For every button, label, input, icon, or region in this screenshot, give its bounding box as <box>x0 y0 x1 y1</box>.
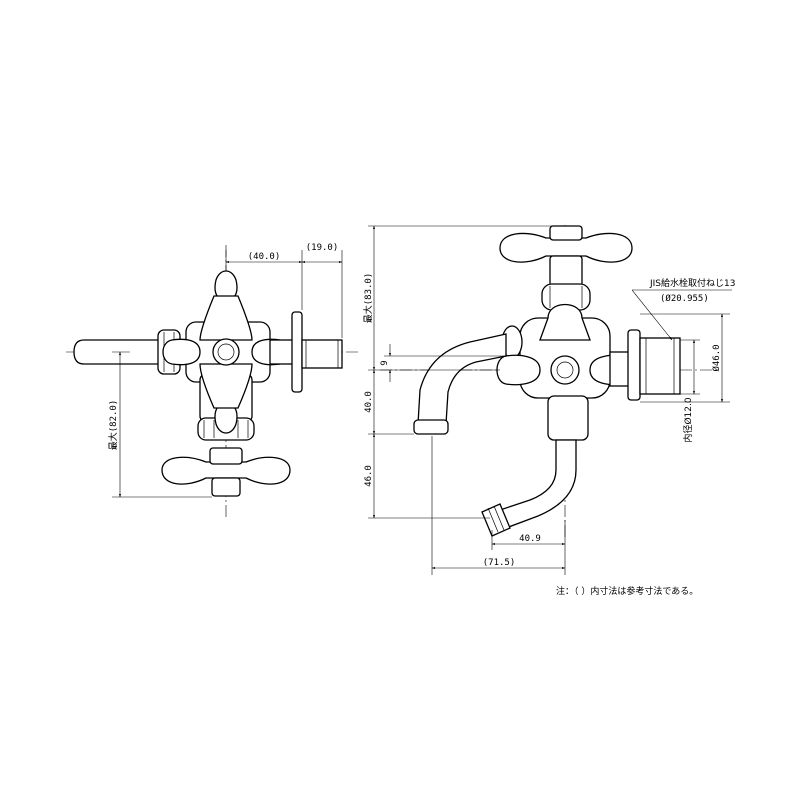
lower-elbow <box>481 395 589 537</box>
cross-handle-front <box>162 270 290 434</box>
dim-dia-46: Ø46.0 <box>640 313 730 403</box>
dim-40-left: (40.0) <box>225 250 303 310</box>
dim-82-label: 最大(82.0) <box>107 400 119 451</box>
side-view: 最大(83.0) 9 40.0 46.0 40.9 <box>362 225 735 575</box>
dim-inner-12: 内径Ø12.0 <box>680 339 700 443</box>
dim-19-label: (19.0) <box>306 243 339 253</box>
reference-note: 注：（ ）内寸法は参考寸法である。 <box>556 585 698 597</box>
dim-83-label: 最大(83.0) <box>362 273 374 324</box>
side-flange <box>609 329 681 401</box>
dim-9: 9 <box>380 344 506 382</box>
wall-flange <box>269 311 343 393</box>
dim-40-right-label: 40.0 <box>364 391 374 413</box>
dim-40-right: 40.0 <box>364 369 414 435</box>
dim-19-left: (19.0) <box>301 243 343 338</box>
jis-thread-callout: JIS給水栓取付ねじ13 (Ø20.955) <box>631 277 735 341</box>
jis-thread-dia-label: (Ø20.955) <box>660 293 709 304</box>
spout <box>413 333 507 435</box>
dim-dia-46-label: Ø46.0 <box>711 344 722 371</box>
dim-46-vert-label: 46.0 <box>364 465 374 487</box>
top-handle <box>499 225 633 311</box>
dim-46-vert: 46.0 <box>364 433 490 519</box>
dim-82-left: 最大(82.0) <box>107 351 212 498</box>
dim-71-5: (71.5) <box>431 436 566 575</box>
dim-40-9-label: 40.9 <box>519 534 541 544</box>
dim-40-9: 40.9 <box>491 520 566 575</box>
front-view: (40.0) (19.0) 最大(82.0) <box>66 243 360 520</box>
lower-handle <box>161 447 291 497</box>
dim-71-5-label: (71.5) <box>483 558 516 568</box>
dim-inner-12-label: 内径Ø12.0 <box>682 397 694 442</box>
dim-40-label: (40.0) <box>248 252 281 262</box>
dim-9-label: 9 <box>380 360 390 365</box>
jis-thread-label: JIS給水栓取付ねじ13 <box>649 277 735 289</box>
